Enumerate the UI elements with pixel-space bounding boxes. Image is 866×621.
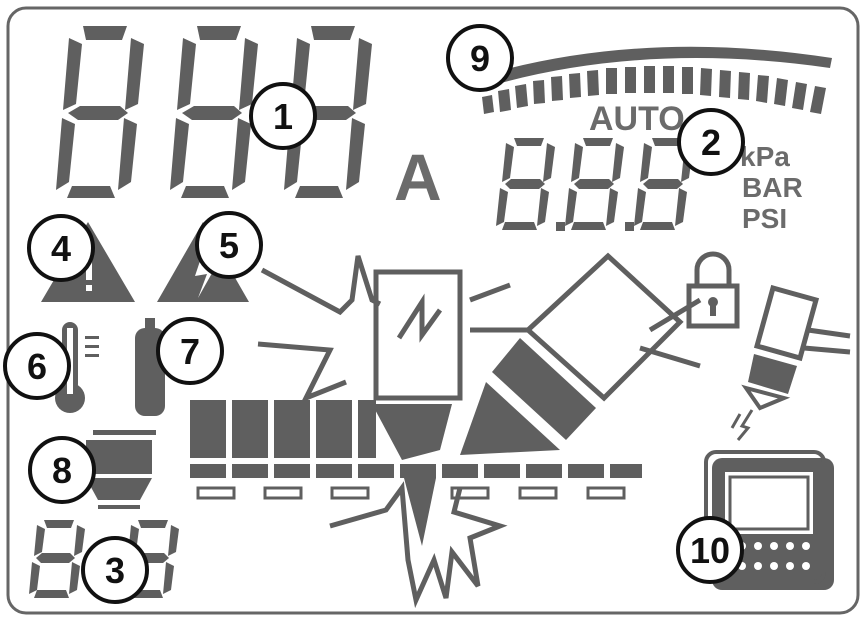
callout-8: 8 <box>28 436 96 504</box>
mma-spark-burst-top <box>257 255 382 403</box>
bargraph-segment <box>482 95 494 114</box>
tig-torch-icon <box>373 269 528 401</box>
output-level-bars <box>190 400 376 458</box>
svg-text:7: 7 <box>180 331 200 372</box>
electrode-center-icon <box>372 404 452 546</box>
svg-text:4: 4 <box>51 228 71 269</box>
bargraph-segment <box>644 66 655 93</box>
pressure-digit-3 <box>634 138 693 230</box>
svg-text:1: 1 <box>273 96 293 137</box>
bargraph-segment <box>606 68 617 94</box>
pressure-decimal-point <box>625 222 634 231</box>
pressure-unit-psi: PSI <box>742 203 787 234</box>
svg-text:2: 2 <box>701 122 721 163</box>
bargraph-segment <box>663 66 674 93</box>
pressure-display <box>496 138 693 231</box>
callout-1: 1 <box>249 82 317 150</box>
bargraph-segment <box>810 86 826 114</box>
level-block <box>316 400 352 458</box>
program-digit-1 <box>29 520 85 598</box>
bargraph-segment <box>587 70 599 96</box>
svg-text:9: 9 <box>470 38 490 79</box>
bargraph-segment <box>515 84 528 108</box>
callout-10: 10 <box>676 516 744 584</box>
mig-torch-icon <box>460 252 702 455</box>
bargraph-segment <box>682 67 693 94</box>
bargraph-segment <box>719 70 731 98</box>
pressure-mode-label: AUTO <box>589 100 685 138</box>
bargraph-segment <box>700 68 712 96</box>
bargraph-segment <box>756 75 769 103</box>
pressure-unit-bar: BAR <box>742 172 803 203</box>
callout-4: 4 <box>27 214 95 282</box>
pressure-decimal-point <box>556 222 565 231</box>
bargraph-segment <box>498 89 511 112</box>
bargraph-arc <box>495 46 832 84</box>
bargraph-segment <box>533 80 545 104</box>
bargraph-segment <box>569 73 581 98</box>
current-unit-label: A <box>394 140 442 214</box>
output-level-row <box>190 464 642 478</box>
pressure-digit-2 <box>565 138 624 230</box>
pressure-bargraph <box>482 46 832 114</box>
level-block <box>232 400 268 458</box>
current-digit-1 <box>56 26 144 198</box>
svg-text:5: 5 <box>219 225 239 266</box>
callout-2: 2 <box>677 108 745 176</box>
level-block <box>274 400 310 458</box>
callout-7: 7 <box>156 317 224 385</box>
callout-9: 9 <box>446 24 514 92</box>
current-digit-2 <box>170 26 258 198</box>
bargraph-segment <box>774 78 788 106</box>
svg-text:3: 3 <box>105 550 125 591</box>
pressure-digit-1 <box>496 138 555 230</box>
lock-icon <box>686 251 740 329</box>
output-level-outline-row <box>196 486 626 500</box>
level-block <box>190 400 226 458</box>
callout-3: 3 <box>81 536 149 604</box>
svg-text:8: 8 <box>52 450 72 491</box>
bargraph-segment <box>792 82 807 110</box>
pressure-unit-kpa: kPa <box>740 141 790 172</box>
mma-spark-burst-bottom <box>329 481 508 609</box>
level-block <box>358 400 376 458</box>
callout-5: 5 <box>195 211 263 279</box>
wire-feeder-icon <box>86 430 156 509</box>
bargraph-segment <box>625 67 636 93</box>
bargraph-segment <box>551 76 563 101</box>
callout-6: 6 <box>3 332 71 400</box>
bargraph-segment <box>738 72 750 100</box>
spot-torch-icon <box>730 284 851 441</box>
svg-text:10: 10 <box>690 530 730 571</box>
svg-text:6: 6 <box>27 346 47 387</box>
